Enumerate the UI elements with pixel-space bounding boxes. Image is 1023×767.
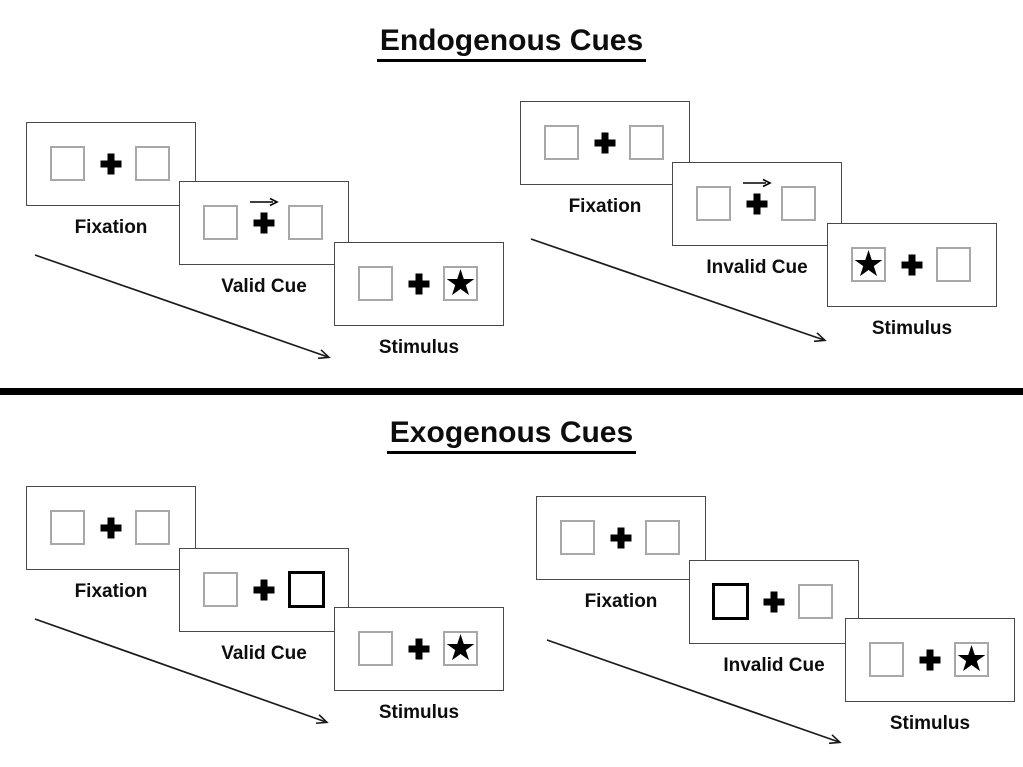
right-placeholder-square [798, 584, 833, 619]
star-stimulus-icon: ★ [852, 243, 885, 285]
fixation-label: Fixation [74, 217, 148, 238]
left-placeholder-square [203, 572, 238, 607]
time-arrow-icon [34, 254, 328, 357]
right-target-square: ★ [954, 638, 989, 680]
fixation-cross-icon [100, 517, 122, 539]
fixation-frame [26, 486, 196, 570]
left-placeholder-square [544, 125, 579, 160]
stimulus-frame: ★ [334, 607, 504, 691]
star-stimulus-icon: ★ [444, 627, 477, 669]
fixation-cross-icon [253, 579, 275, 601]
right-placeholder-square [288, 205, 323, 240]
fixation-label: Fixation [584, 591, 658, 612]
left-placeholder-square [358, 631, 393, 666]
left-placeholder-square [50, 146, 85, 181]
left-placeholder-square [696, 186, 731, 221]
left-placeholder-square [358, 266, 393, 301]
cue-frame [179, 548, 349, 632]
star-stimulus-icon: ★ [444, 262, 477, 304]
fixation-frame [536, 496, 706, 580]
fixation-cross-icon [594, 132, 616, 154]
left-placeholder-square [869, 642, 904, 677]
stimulus-frame: ★ [334, 242, 504, 326]
right-highlight-cue-square [288, 571, 325, 608]
right-placeholder-square [936, 247, 971, 282]
fixation-cross-icon [610, 527, 632, 549]
time-arrow-icon [34, 618, 326, 722]
left-placeholder-square [203, 205, 238, 240]
fixation-frame [520, 101, 690, 185]
right-target-square: ★ [443, 627, 478, 669]
exogenous-section-title: Exogenous Cues [0, 416, 1023, 454]
cue-label: Invalid Cue [706, 257, 808, 278]
right-target-square: ★ [443, 262, 478, 304]
stimulus-label: Stimulus [871, 318, 953, 339]
right-placeholder-square [135, 510, 170, 545]
cue-frame [672, 162, 842, 246]
stimulus-frame: ★ [827, 223, 997, 307]
fixation-cross-icon [763, 591, 785, 613]
left-highlight-cue-square [712, 583, 749, 620]
stimulus-label: Stimulus [378, 337, 460, 358]
fixation-cross-icon [901, 254, 923, 276]
cue-frame [179, 181, 349, 265]
endogenous-section-title: Endogenous Cues [0, 24, 1023, 62]
fixation-frame [26, 122, 196, 206]
stimulus-label: Stimulus [889, 713, 971, 734]
exogenous-title-text: Exogenous Cues [386, 416, 637, 454]
fixation-cross-icon [253, 212, 275, 234]
cue-arrow-icon [250, 197, 279, 207]
stimulus-frame: ★ [845, 618, 1015, 702]
endogenous-title-text: Endogenous Cues [376, 24, 647, 62]
cue-arrow-icon [743, 178, 772, 188]
left-placeholder-square [560, 520, 595, 555]
fixation-cross-icon [100, 153, 122, 175]
fixation-cross-icon [408, 638, 430, 660]
fixation-label: Fixation [74, 581, 148, 602]
right-placeholder-square [629, 125, 664, 160]
right-placeholder-square [645, 520, 680, 555]
star-stimulus-icon: ★ [955, 638, 988, 680]
left-target-square: ★ [851, 243, 886, 285]
cue-frame [689, 560, 859, 644]
stimulus-label: Stimulus [378, 702, 460, 723]
left-placeholder-square [50, 510, 85, 545]
cue-label: Valid Cue [221, 643, 307, 664]
fixation-cross-icon [746, 193, 768, 215]
fixation-cross-icon [408, 273, 430, 295]
cue-label: Invalid Cue [723, 655, 825, 676]
right-placeholder-square [135, 146, 170, 181]
fixation-cross-icon [919, 649, 941, 671]
time-arrow-icon [530, 238, 824, 340]
section-divider [0, 388, 1023, 395]
cue-label: Valid Cue [221, 276, 307, 297]
right-placeholder-square [781, 186, 816, 221]
fixation-label: Fixation [568, 196, 642, 217]
